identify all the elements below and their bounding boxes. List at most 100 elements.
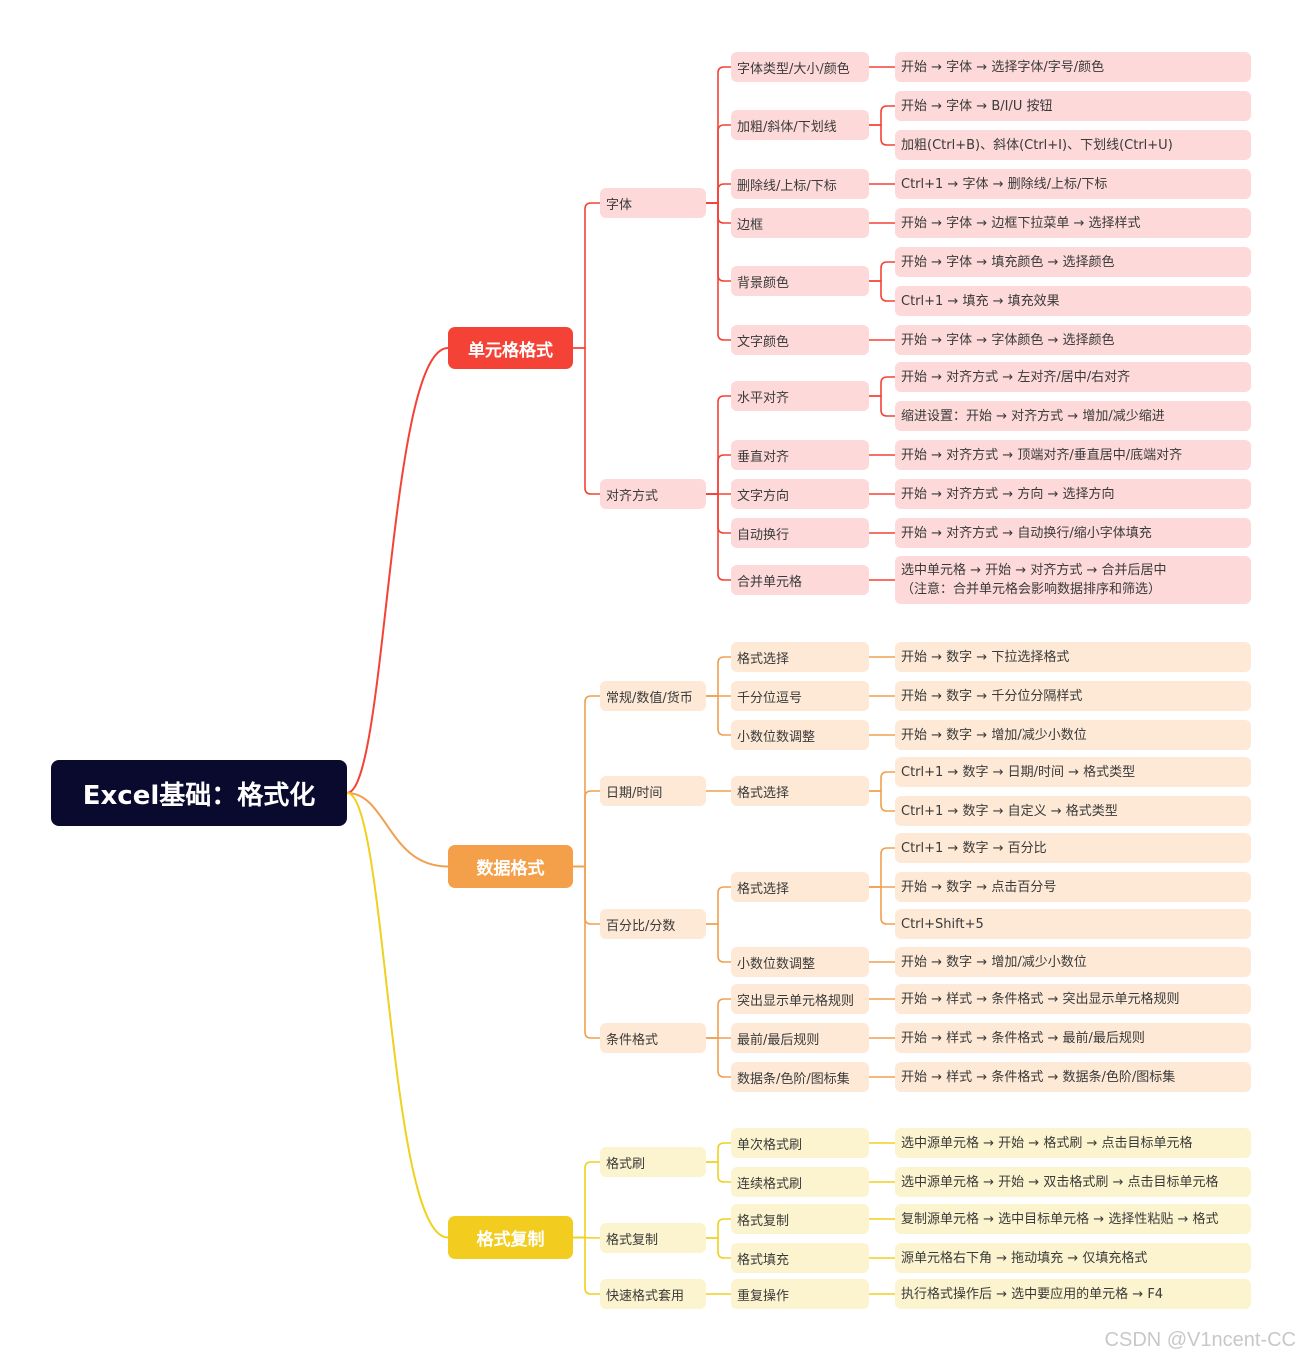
cat-2-g0-i0-detail-0[interactable]: 选中源单元格 → 开始 → 格式刷 → 点击目标单元格: [895, 1128, 1251, 1158]
cat-1-g3-i2-detail-0[interactable]: 开始 → 样式 → 条件格式 → 数据条/色阶/图标集: [895, 1062, 1251, 1092]
cat-0-g0-i4-detail-1-connector: [869, 280, 895, 302]
cat-1-root-connector: [346, 792, 449, 868]
cat-2-group-2[interactable]: 快速格式套用: [600, 1279, 706, 1309]
cat-0-g1-i3-detail-0[interactable]: 开始 → 对齐方式 → 自动换行/缩小字体填充: [895, 518, 1251, 548]
cat-1-g3-item-0[interactable]: 突出显示单元格规则: [731, 984, 869, 1014]
cat-1-g1-i0-detail-0[interactable]: Ctrl+1 → 数字 → 日期/时间 → 格式类型: [895, 757, 1251, 787]
cat-0-g0-i1-detail-1[interactable]: 加粗(Ctrl+B)、斜体(Ctrl+I)、下划线(Ctrl+U): [895, 130, 1251, 160]
cat-1-group-2[interactable]: 百分比/分数: [600, 909, 706, 939]
cat-1-g3-item-0-label: 突出显示单元格规则: [737, 993, 855, 1009]
cat-1-g3-item-2-connector: [706, 1037, 731, 1078]
cat-1-g0-i0-detail-0[interactable]: 开始 → 数字 → 下拉选择格式: [895, 642, 1251, 672]
cat-1-g2-i0-detail-0[interactable]: Ctrl+1 → 数字 → 百分比: [895, 833, 1251, 863]
cat-1-g2-item-0[interactable]: 格式选择: [731, 872, 869, 902]
cat-0-group-1[interactable]: 对齐方式: [600, 479, 706, 509]
cat-1-group-2-connector: [573, 865, 600, 925]
cat-0-g1-item-3-label: 自动换行: [737, 527, 790, 543]
cat-0-g1-i1-detail-0[interactable]: 开始 → 对齐方式 → 顶端对齐/垂直居中/底端对齐: [895, 440, 1251, 470]
cat-0-g0-i4-detail-0[interactable]: 开始 → 字体 → 填充颜色 → 选择颜色: [895, 247, 1251, 277]
cat-0-g0-item-4[interactable]: 背景颜色: [731, 266, 869, 296]
cat-1-g2-i0-detail-2[interactable]: Ctrl+Shift+5: [895, 909, 1251, 939]
cat-1-g1-i0-detail-1-connector: [869, 790, 895, 812]
cat-2-g0-item-1-connector: [706, 1161, 731, 1183]
cat-1-g3-i0-detail-0[interactable]: 开始 → 样式 → 条件格式 → 突出显示单元格规则: [895, 984, 1251, 1014]
cat-0-g1-item-1[interactable]: 垂直对齐: [731, 440, 869, 470]
cat-2-group-0[interactable]: 格式刷: [600, 1147, 706, 1177]
cat-2-g0-item-0[interactable]: 单次格式刷: [731, 1128, 869, 1158]
cat-1-group-0-connector: [573, 695, 600, 868]
cat-2-g0-i1-detail-0[interactable]: 选中源单元格 → 开始 → 双击格式刷 → 点击目标单元格: [895, 1167, 1251, 1197]
cat-2-node-label: 格式复制: [476, 1230, 545, 1250]
cat-1-node-label: 数据格式: [476, 859, 545, 879]
cat-2-g1-i0-detail-0[interactable]: 复制源单元格 → 选中目标单元格 → 选择性粘贴 → 格式: [895, 1204, 1251, 1234]
cat-1-group-3-connector: [573, 865, 600, 1039]
cat-1-g0-item-0[interactable]: 格式选择: [731, 642, 869, 672]
cat-2-g1-item-0-connector: [706, 1218, 731, 1239]
cat-2-g1-i1-detail-0[interactable]: 源单元格右下角 → 拖动填充 → 仅填充格式: [895, 1243, 1251, 1273]
cat-0-g1-i0-detail-1[interactable]: 缩进设置：开始 → 对齐方式 → 增加/减少缩进: [895, 401, 1251, 431]
cat-1-g1-i0-detail-0-connector: [869, 771, 895, 792]
root-label: Excel基础：格式化: [82, 780, 316, 811]
cat-0-g1-i4-detail-0-label: 选中单元格 → 开始 → 对齐方式 → 合并后居中 （注意：合并单元格会影响数据…: [901, 563, 1167, 597]
cat-0-g1-item-3[interactable]: 自动换行: [731, 518, 869, 548]
cat-1-g3-i0-detail-0-label: 开始 → 样式 → 条件格式 → 突出显示单元格规则: [901, 991, 1180, 1007]
cat-0-g0-i4-detail-0-connector: [869, 261, 895, 282]
cat-0-g1-item-4[interactable]: 合并单元格: [731, 565, 869, 595]
cat-0-g0-i4-detail-1[interactable]: Ctrl+1 → 填充 → 填充效果: [895, 286, 1251, 316]
cat-0-g0-i5-detail-0-label: 开始 → 字体 → 字体颜色 → 选择颜色: [901, 332, 1115, 348]
cat-0-g1-i2-detail-0-label: 开始 → 对齐方式 → 方向 → 选择方向: [901, 486, 1115, 502]
cat-0-g0-item-1[interactable]: 加粗/斜体/下划线: [731, 110, 869, 140]
cat-1-g3-item-1[interactable]: 最前/最后规则: [731, 1023, 869, 1053]
cat-0-g1-i2-detail-0[interactable]: 开始 → 对齐方式 → 方向 → 选择方向: [895, 479, 1251, 509]
cat-2-g2-item-0[interactable]: 重复操作: [731, 1279, 869, 1309]
cat-0-g1-item-2[interactable]: 文字方向: [731, 479, 869, 509]
cat-0-g0-i5-detail-0[interactable]: 开始 → 字体 → 字体颜色 → 选择颜色: [895, 325, 1251, 355]
cat-0-g1-i4-detail-0[interactable]: 选中单元格 → 开始 → 对齐方式 → 合并后居中 （注意：合并单元格会影响数据…: [895, 556, 1251, 604]
cat-0-g0-item-2[interactable]: 删除线/上标/下标: [731, 169, 869, 199]
cat-0-node[interactable]: 单元格格式: [448, 327, 573, 369]
cat-0-g0-i2-detail-0[interactable]: Ctrl+1 → 字体 → 删除线/上标/下标: [895, 169, 1251, 199]
cat-1-g2-item-1[interactable]: 小数位数调整: [731, 947, 869, 977]
cat-1-g0-i2-detail-0[interactable]: 开始 → 数字 → 增加/减少小数位: [895, 720, 1251, 750]
cat-1-g2-i0-detail-2-connector: [869, 886, 895, 925]
cat-1-g0-i2-detail-0-label: 开始 → 数字 → 增加/减少小数位: [901, 727, 1087, 743]
cat-2-g1-item-1[interactable]: 格式填充: [731, 1243, 869, 1273]
cat-0-g0-i3-detail-0[interactable]: 开始 → 字体 → 边框下拉菜单 → 选择样式: [895, 208, 1251, 238]
cat-0-g1-i0-detail-1-connector: [869, 395, 895, 417]
cat-0-g1-i0-detail-0-label: 开始 → 对齐方式 → 左对齐/居中/右对齐: [901, 369, 1131, 385]
cat-1-g0-i0-detail-0-label: 开始 → 数字 → 下拉选择格式: [901, 649, 1070, 665]
cat-0-g0-item-3[interactable]: 边框: [731, 208, 869, 238]
cat-1-g0-item-2[interactable]: 小数位数调整: [731, 720, 869, 750]
cat-1-g2-i0-detail-1[interactable]: 开始 → 数字 → 点击百分号: [895, 872, 1251, 902]
cat-1-group-0[interactable]: 常规/数值/货币: [600, 681, 706, 711]
cat-0-g0-item-0-label: 字体类型/大小/颜色: [737, 61, 850, 77]
cat-1-g3-i1-detail-0-label: 开始 → 样式 → 条件格式 → 最前/最后规则: [901, 1030, 1145, 1046]
cat-0-g0-i0-detail-0[interactable]: 开始 → 字体 → 选择字体/字号/颜色: [895, 52, 1251, 82]
cat-1-g3-item-2[interactable]: 数据条/色阶/图标集: [731, 1062, 869, 1092]
cat-1-g2-i1-detail-0[interactable]: 开始 → 数字 → 增加/减少小数位: [895, 947, 1251, 977]
cat-0-g0-i1-detail-0[interactable]: 开始 → 字体 → B/I/U 按钮: [895, 91, 1251, 121]
cat-1-node[interactable]: 数据格式: [448, 845, 573, 888]
cat-2-node[interactable]: 格式复制: [448, 1216, 573, 1259]
cat-1-g1-i0-detail-1[interactable]: Ctrl+1 → 数字 → 自定义 → 格式类型: [895, 796, 1251, 826]
cat-1-g1-item-0[interactable]: 格式选择: [731, 776, 869, 806]
cat-2-group-0-label: 格式刷: [606, 1156, 646, 1172]
cat-0-g1-i1-detail-0-label: 开始 → 对齐方式 → 顶端对齐/垂直居中/底端对齐: [901, 447, 1183, 463]
root-node[interactable]: Excel基础：格式化: [51, 760, 347, 826]
cat-2-g2-i0-detail-0[interactable]: 执行格式操作后 → 选中要应用的单元格 → F4: [895, 1279, 1251, 1309]
cat-0-g0-item-5[interactable]: 文字颜色: [731, 325, 869, 355]
cat-2-root-connector: [346, 792, 449, 1239]
cat-1-g0-i1-detail-0[interactable]: 开始 → 数字 → 千分位分隔样式: [895, 681, 1251, 711]
cat-1-group-1[interactable]: 日期/时间: [600, 776, 706, 806]
cat-1-g0-item-1[interactable]: 千分位逗号: [731, 681, 869, 711]
cat-1-group-3[interactable]: 条件格式: [600, 1023, 706, 1053]
cat-2-group-0-connector: [573, 1161, 600, 1239]
cat-2-g1-item-0[interactable]: 格式复制: [731, 1204, 869, 1234]
cat-0-g1-i0-detail-0[interactable]: 开始 → 对齐方式 → 左对齐/居中/右对齐: [895, 362, 1251, 392]
cat-0-group-0[interactable]: 字体: [600, 188, 706, 218]
cat-2-group-1[interactable]: 格式复制: [600, 1223, 706, 1253]
cat-2-g0-item-1[interactable]: 连续格式刷: [731, 1167, 869, 1197]
cat-0-g0-item-0[interactable]: 字体类型/大小/颜色: [731, 52, 869, 82]
cat-1-g3-i1-detail-0[interactable]: 开始 → 样式 → 条件格式 → 最前/最后规则: [895, 1023, 1251, 1053]
cat-0-g1-item-0[interactable]: 水平对齐: [731, 381, 869, 411]
